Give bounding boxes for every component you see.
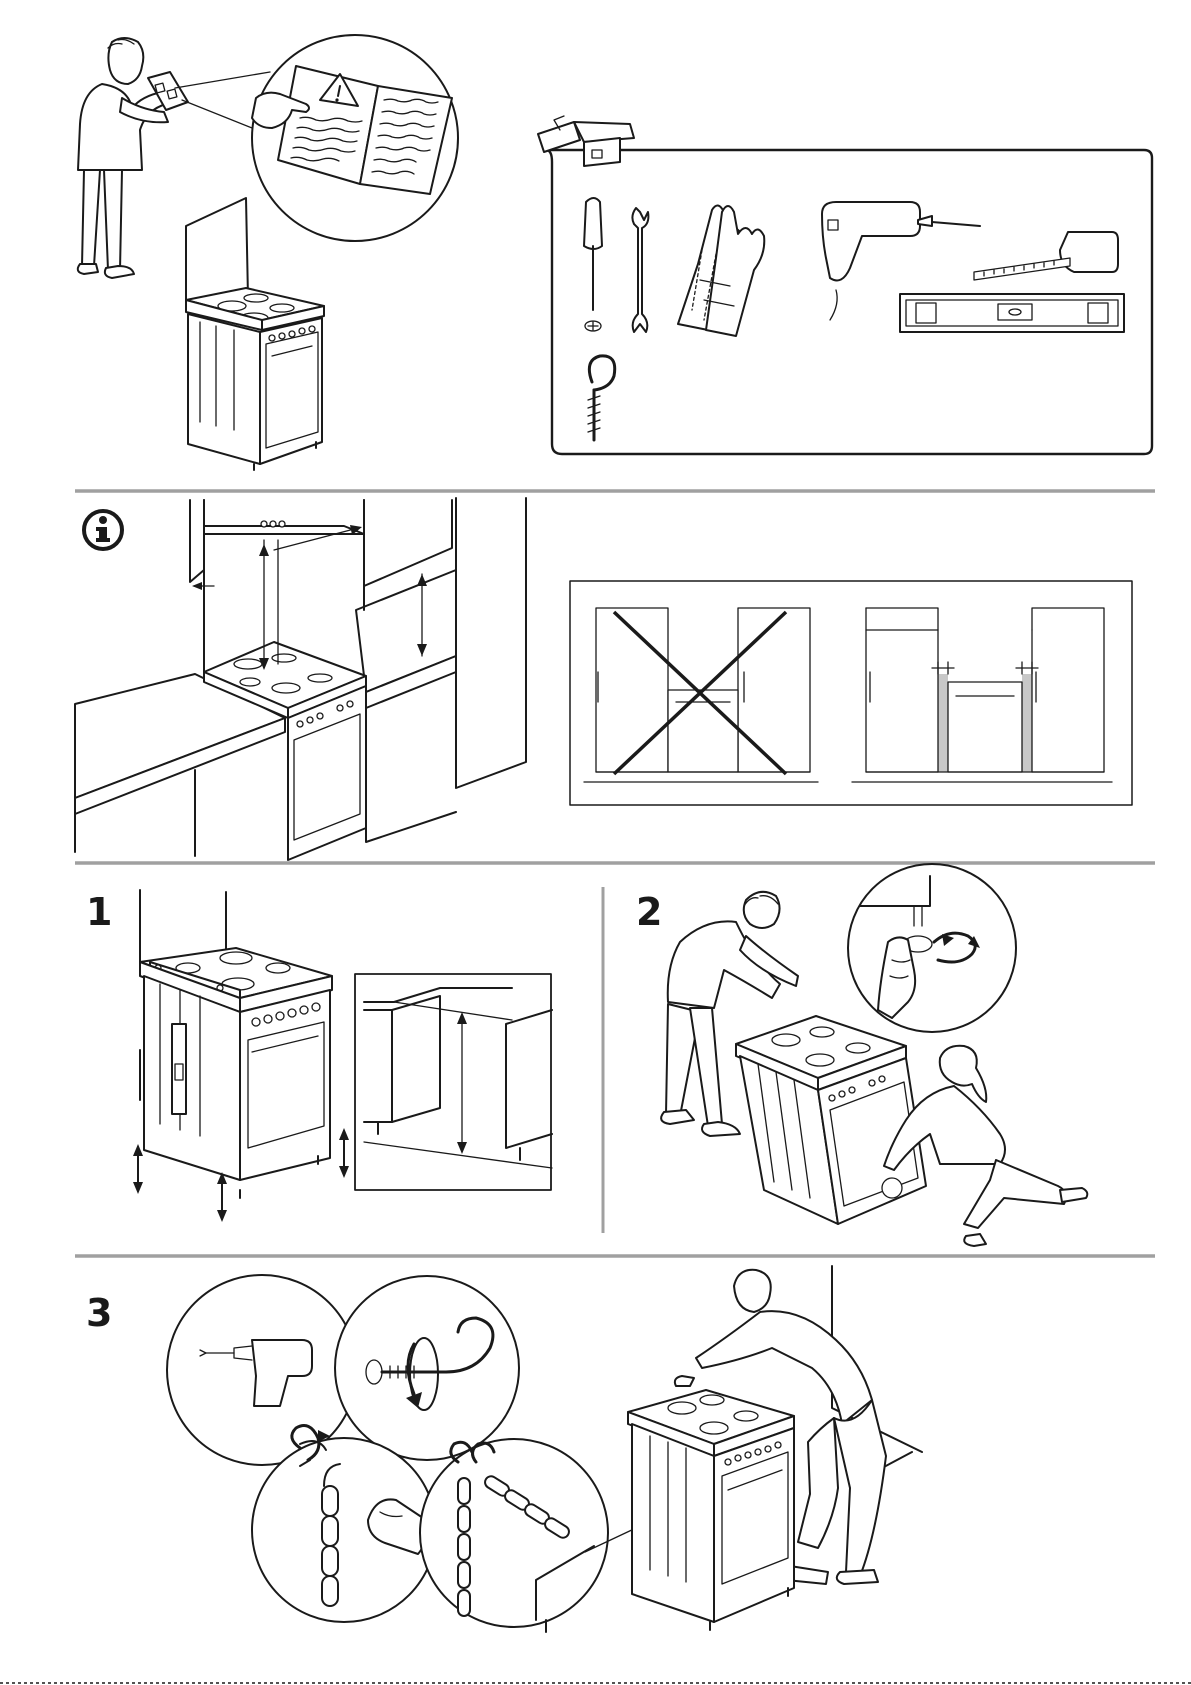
step-number-2: 2 [636, 893, 662, 931]
step-number-3: 3 [86, 1294, 112, 1332]
cooker-with-lid [186, 198, 324, 470]
manual-magnifier [175, 35, 458, 241]
step-number-1: 1 [86, 893, 112, 931]
step2-foot-detail [848, 864, 1016, 1032]
step3-chain-attached-detail [420, 1439, 636, 1632]
step3-man-with-cooker [628, 1266, 922, 1630]
step3-hook-detail [335, 1276, 519, 1460]
placement-comparison-panel [570, 581, 1132, 805]
toolbox-panel [538, 116, 1152, 454]
step1-height-detail [355, 974, 552, 1190]
kitchen-installation-scene [75, 498, 526, 860]
info-circle-icon [84, 511, 122, 549]
step1-levelling-cooker [133, 890, 349, 1222]
spirit-level-icon [900, 294, 1124, 332]
man-reading-manual [78, 38, 188, 278]
